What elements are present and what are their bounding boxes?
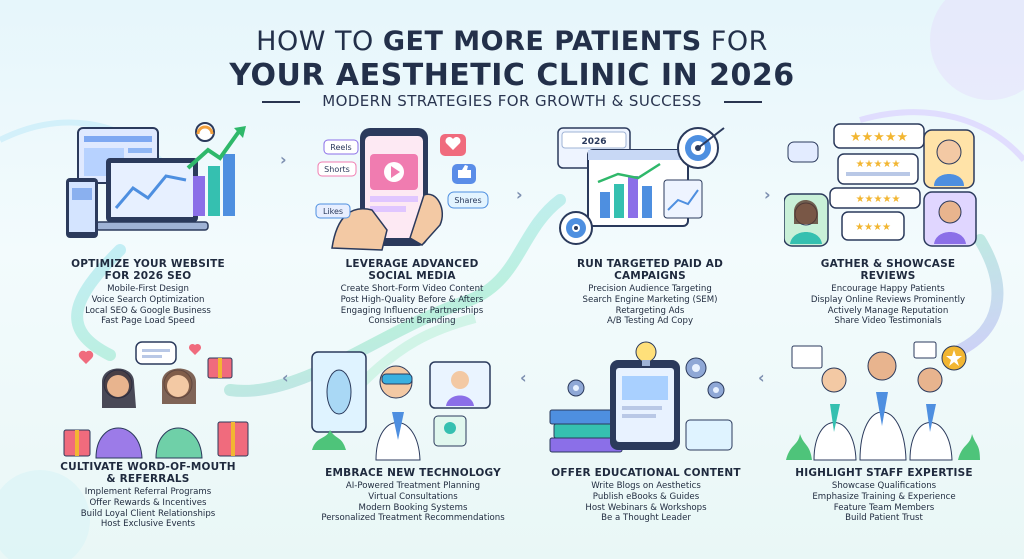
strategy-card-3: RUN TARGETED PAID AD CAMPAIGNS Precision…	[542, 258, 758, 327]
medical-staff-icon	[786, 341, 980, 461]
subtitle-divider-left	[262, 101, 300, 103]
title-part-3: FOR	[710, 26, 768, 57]
list-item: Host Exclusive Events	[100, 519, 196, 530]
list-item: Fast Page Load Speed	[101, 316, 195, 327]
list-item: Implement Referral Programs	[84, 487, 212, 497]
chevron-right-icon: ›	[516, 185, 523, 204]
strategy-card-7: OFFER EDUCATIONAL CONTENT Write Blogs on…	[538, 467, 754, 524]
shorts-label: Shorts	[324, 165, 350, 174]
card-2-list: Create Short-Form Video Content Post Hig…	[304, 284, 520, 327]
card-3-list: Precision Audience Targeting Search Engi…	[542, 284, 758, 327]
smartphone-social-icon: Reels Shorts Likes Shares	[315, 128, 489, 251]
list-item: Encourage Happy Patients	[831, 284, 945, 294]
page-subtitle: MODERN STRATEGIES FOR GROWTH & SUCCESS	[322, 92, 702, 110]
list-item: Mobile-First Design	[107, 284, 189, 294]
flow-path	[71, 194, 1004, 397]
strategy-card-6: EMBRACE NEW TECHNOLOGY AI-Powered Treatm…	[300, 467, 526, 524]
list-item: Engaging Influencer Partnerships	[340, 305, 484, 316]
title-part-2: GET MORE PATIENTS	[382, 26, 702, 57]
list-item: Consistent Branding	[368, 316, 456, 327]
chevron-left-icon: ‹	[520, 368, 527, 387]
list-item: AI-Powered Treatment Planning	[345, 481, 481, 491]
card-8-title: HIGHLIGHT STAFF EXPERTISE	[795, 467, 973, 479]
shares-label: Shares	[454, 196, 481, 205]
list-item: Build Patient Trust	[845, 513, 923, 524]
chevron-left-icon: ‹	[282, 368, 289, 387]
list-item: Emphasize Training & Experience	[812, 491, 956, 502]
card-6-title: EMBRACE NEW TECHNOLOGY	[325, 467, 501, 479]
list-item: Share Video Testimonials	[834, 316, 942, 327]
list-item: Search Engine Marketing (SEM)	[582, 294, 718, 305]
reels-label: Reels	[330, 143, 351, 152]
list-item: Virtual Consultations	[368, 491, 458, 502]
list-item: Voice Search Optimization	[91, 294, 205, 305]
strategy-card-8: HIGHLIGHT STAFF EXPERTISE Showcase Quali…	[776, 467, 992, 524]
svg-text:★★★★: ★★★★	[855, 222, 891, 233]
list-item: Modern Booking Systems	[358, 502, 468, 513]
list-item: Actively Manage Reputation	[827, 305, 949, 316]
card-1-title: OPTIMIZE YOUR WEBSITE FOR 2026 SEO	[71, 258, 225, 282]
likes-label: Likes	[323, 207, 343, 216]
target-ads-icon: 2026	[557, 127, 725, 245]
card-8-list: Showcase Qualifications Emphasize Traini…	[776, 481, 992, 524]
card-4-title: GATHER & SHOWCASE REVIEWS	[820, 258, 956, 282]
list-item: Showcase Qualifications	[831, 481, 937, 491]
svg-text:★★★★★: ★★★★★	[850, 130, 908, 145]
books-tablet-icon	[549, 341, 733, 453]
list-item: Build Loyal Client Relationships	[80, 508, 216, 519]
chevron-right-icon: ›	[280, 150, 287, 169]
strategy-card-1: OPTIMIZE YOUR WEBSITE FOR 2026 SEO Mobil…	[40, 258, 256, 327]
card-2-title: LEVERAGE ADVANCED SOCIAL MEDIA	[345, 258, 479, 282]
card-7-list: Write Blogs on Aesthetics Publish eBooks…	[538, 481, 754, 524]
strategy-card-2: LEVERAGE ADVANCED SOCIAL MEDIA Create Sh…	[304, 258, 520, 327]
list-item: Local SEO & Google Business	[85, 305, 211, 316]
list-item: Personalized Treatment Recommendations	[321, 513, 505, 524]
card-6-list: AI-Powered Treatment Planning Virtual Co…	[300, 481, 526, 524]
strategy-card-5: CULTIVATE WORD-OF-MOUTH & REFERRALS Impl…	[40, 461, 256, 530]
list-item: Be a Thought Leader	[601, 513, 691, 524]
chevron-right-icon: ›	[764, 185, 771, 204]
card-1-list: Mobile-First Design Voice Search Optimiz…	[40, 284, 256, 327]
title-part-1: HOW TO	[256, 26, 374, 57]
chevron-left-icon: ‹	[758, 368, 765, 387]
page-title-line1: HOW TO GET MORE PATIENTS FOR	[0, 26, 1024, 57]
list-item: Display Online Reviews Prominently	[810, 294, 966, 305]
card-5-list: Implement Referral Programs Offer Reward…	[40, 487, 256, 530]
laptop-seo-icon	[66, 122, 246, 238]
list-item: Create Short-Form Video Content	[340, 284, 484, 294]
strategy-card-4: GATHER & SHOWCASE REVIEWS Encourage Happ…	[780, 258, 996, 327]
referral-people-icon	[63, 341, 249, 459]
list-item: Precision Audience Targeting	[588, 284, 712, 294]
reviews-icon: ★★★★★ ★★★★★ ★★★★★ ★★★★	[784, 123, 977, 247]
card-3-title: RUN TARGETED PAID AD CAMPAIGNS	[576, 258, 724, 282]
list-item: Host Webinars & Workshops	[585, 502, 707, 513]
list-item: Publish eBooks & Guides	[592, 491, 700, 502]
vr-technology-icon	[311, 351, 491, 461]
list-item: Offer Rewards & Incentives	[89, 497, 207, 508]
card-5-title: CULTIVATE WORD-OF-MOUTH & REFERRALS	[60, 461, 236, 485]
list-item: Retargeting Ads	[615, 305, 685, 316]
card-4-list: Encourage Happy Patients Display Online …	[780, 284, 996, 327]
list-item: Write Blogs on Aesthetics	[591, 481, 701, 491]
svg-text:★★★★★: ★★★★★	[856, 159, 901, 170]
subtitle-divider-right	[724, 101, 762, 103]
list-item: A/B Testing Ad Copy	[606, 316, 694, 327]
year-badge: 2026	[581, 137, 606, 147]
list-item: Feature Team Members	[833, 502, 935, 513]
svg-text:★★★★★: ★★★★★	[856, 194, 901, 205]
list-item: Post High-Quality Before & Afters	[340, 294, 484, 305]
page-title-line2: YOUR AESTHETIC CLINIC IN 2026	[229, 58, 795, 93]
card-7-title: OFFER EDUCATIONAL CONTENT	[551, 467, 741, 479]
